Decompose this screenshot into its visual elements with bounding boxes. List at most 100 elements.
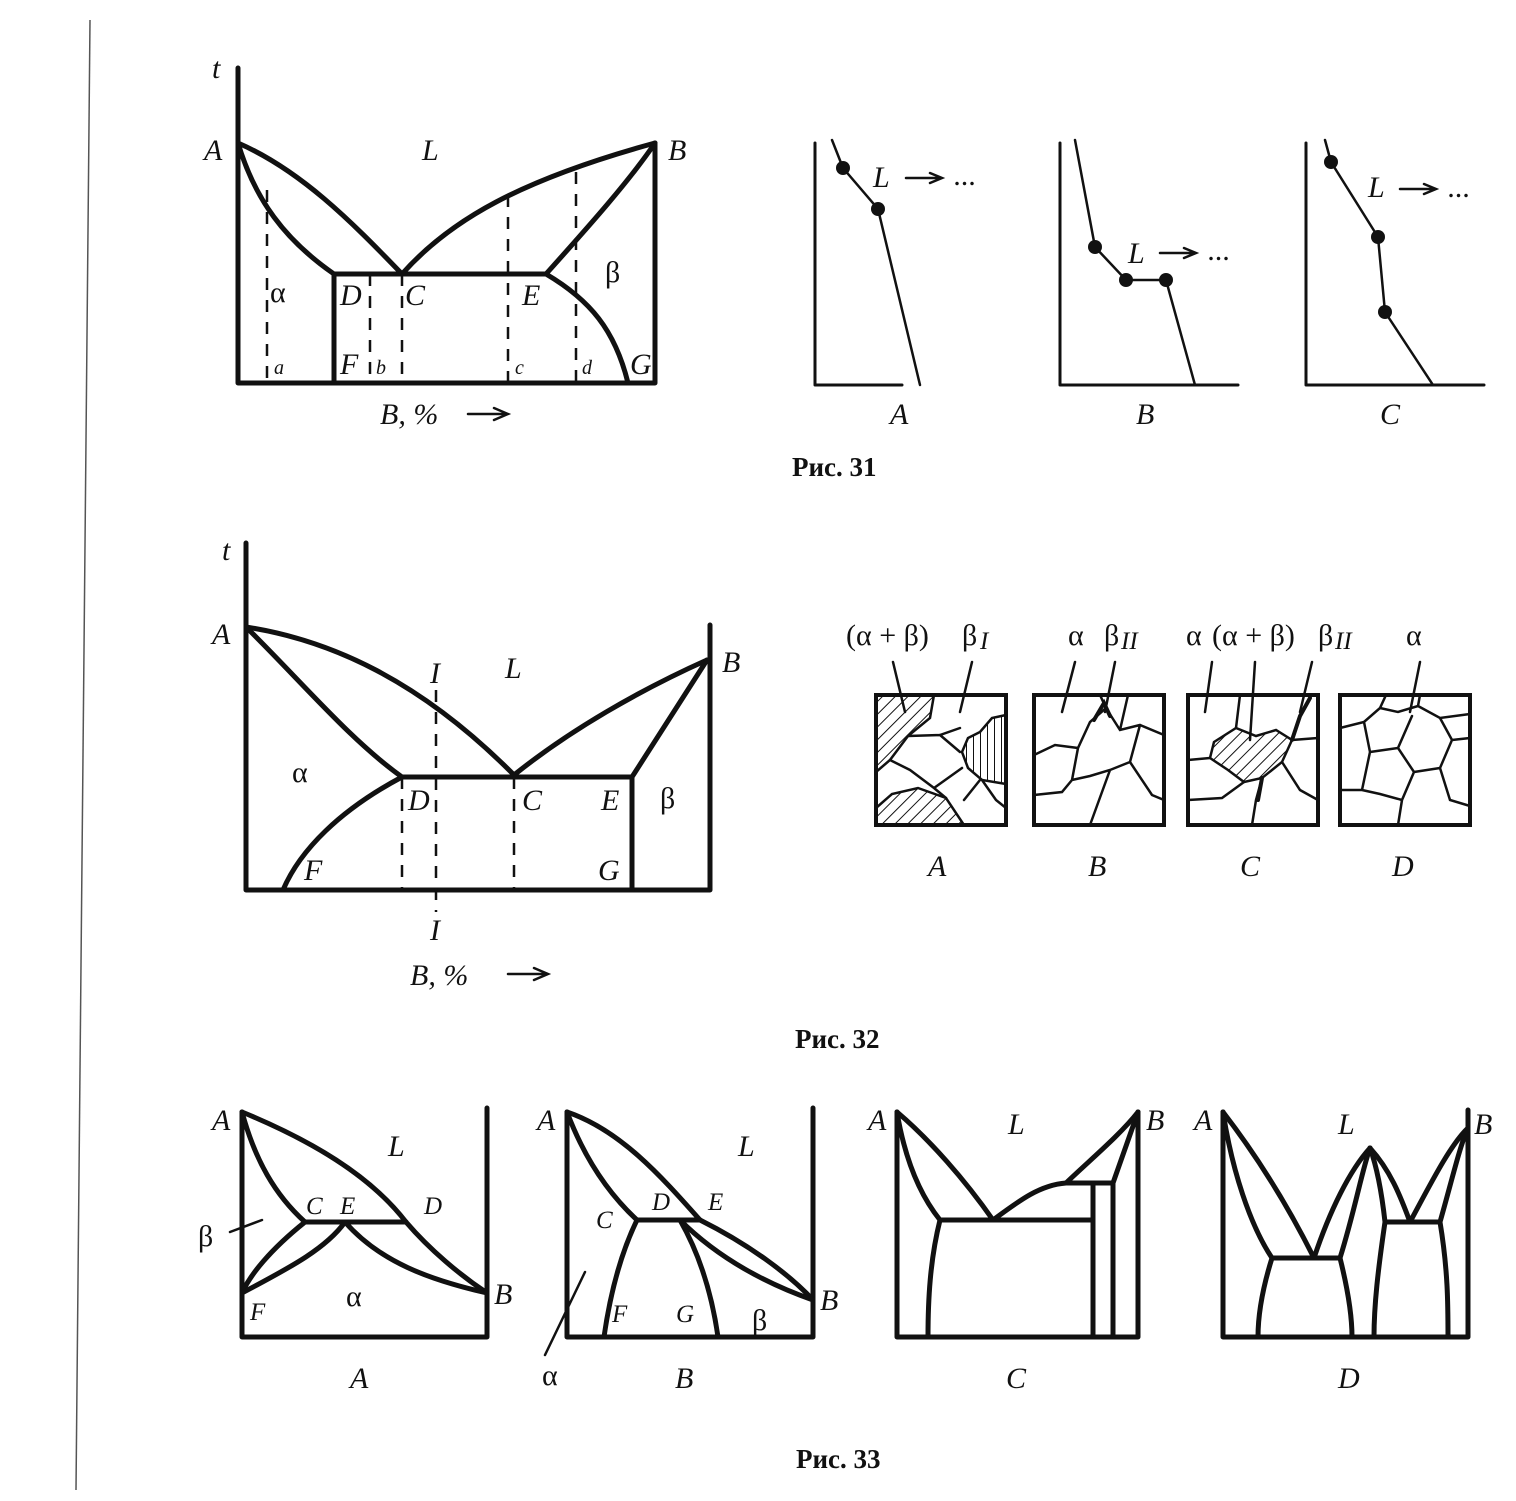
fig33D-liquidus-mid [1311, 1145, 1373, 1261]
fig32-microC-beta-sub: II [1334, 628, 1353, 655]
fig33C-point-B: B [1146, 1104, 1164, 1137]
fig31-curveC-point-3 [1378, 305, 1392, 319]
fig33A-region-beta: β [198, 1220, 213, 1253]
fig33A-left-solidus [239, 1109, 308, 1225]
fig32-section-I-top: I [429, 657, 442, 690]
fig33B-point-B: B [820, 1284, 838, 1317]
fig33B-solidus-left [564, 1109, 640, 1223]
fig32-microA-label: A [926, 850, 947, 883]
fig31-curveB-L: L [1127, 237, 1145, 270]
fig31-curveA-L: L [872, 161, 890, 194]
fig32-micro-C: α (α + β) β II C [1186, 619, 1353, 883]
fig31-region-beta: β [605, 256, 620, 289]
fig31-curveB-point-2 [1119, 273, 1133, 287]
fig32-microD-alpha: α [1406, 619, 1422, 652]
fig31-curveC-arrow [1398, 182, 1440, 196]
fig31-caption: Рис. 31 [792, 452, 877, 482]
fig31-curveB-point-1 [1088, 240, 1102, 254]
fig33-panel-D: A L B D [1192, 1104, 1492, 1395]
fig31-alloy-c: c [515, 357, 524, 379]
fig31-alloy-d: d [582, 357, 593, 379]
fig32-point-D: D [407, 784, 430, 817]
fig33B-point-D: D [651, 1189, 670, 1216]
fig32-liquidus-right [511, 657, 710, 778]
fig33D-label: D [1337, 1362, 1360, 1395]
fig33C-region-L: L [1007, 1108, 1025, 1141]
fig32-region-L: L [504, 652, 522, 685]
fig33A-region-alpha: α [346, 1280, 362, 1313]
fig33-panel-B: A L C D E F G β B α B [535, 1104, 838, 1395]
fig33A-region-L: L [387, 1130, 405, 1163]
fig33D-solidus-left [1220, 1109, 1275, 1261]
fig31-curveC-axes [1304, 141, 1486, 387]
fig31-alloy-a: a [274, 357, 284, 379]
fig32-axes [243, 540, 713, 893]
fig32-micro-B: α β II B [1032, 619, 1166, 883]
fig32-caption: Рис. 32 [795, 1024, 880, 1054]
fig31-solidus-left [235, 140, 337, 277]
fig31-solidus-right [543, 140, 658, 277]
fig32-region-beta: β [660, 782, 675, 815]
fig32-microD-frame [1338, 693, 1472, 827]
page-margin-line [75, 19, 91, 1491]
fig33C-liquidus-right [990, 1180, 1069, 1223]
fig33B-frame [564, 1105, 816, 1340]
fig33C-frame [894, 1109, 1141, 1340]
fig31-curveC-L: L [1367, 171, 1385, 204]
fig31-region-alpha: α [270, 276, 286, 309]
fig33A-left-lower [239, 1219, 308, 1296]
fig32-microD-grain-boundaries [1338, 693, 1472, 827]
fig33A-upper-curve [239, 1109, 490, 1296]
fig31-cooling-curve-A: L ... A [813, 138, 977, 431]
fig32-microB-beta: β [1104, 619, 1119, 652]
fig33C-solidus-right [1110, 1109, 1141, 1186]
fig33B-point-F: F [611, 1301, 628, 1328]
fig31-curveA-point-2 [871, 202, 885, 216]
fig33A-point-C: C [306, 1193, 323, 1220]
fig32-microA-vert-grain [960, 713, 1008, 786]
fig33A-frame [239, 1105, 490, 1340]
fig31-curveC-ellipsis: ... [1448, 171, 1471, 204]
fig31-curveB-arrow [1158, 246, 1200, 260]
fig32-point-B: B [722, 646, 740, 679]
fig33D-solvus-3 [1371, 1219, 1388, 1340]
fig31-curveA-label: A [888, 398, 909, 431]
fig32-microA-leader-2 [958, 660, 974, 714]
fig31: t A B L α β D C E a F b c d G B, % L ... [202, 52, 1486, 482]
fig33B-point-G: G [676, 1301, 694, 1328]
fig33B-label: B [675, 1362, 693, 1395]
fig33A-beta-leader [228, 1218, 264, 1234]
fig32-microB-beta-sub: II [1120, 628, 1139, 655]
fig31-curveB-ellipsis: ... [1208, 234, 1231, 267]
fig31-point-F: F [339, 348, 359, 381]
fig32-point-G: G [598, 854, 620, 887]
fig31-cooling-curve-B: L ... B [1058, 138, 1240, 431]
fig32-microC-alphabeta: (α + β) [1212, 619, 1295, 652]
fig33C-solidus-left [894, 1109, 943, 1223]
fig32-microA-hatch-grain-2 [874, 786, 967, 827]
fig31-point-A: A [202, 134, 223, 167]
fig32-section-I-bottom: I [429, 914, 442, 947]
fig32-point-A: A [210, 618, 231, 651]
fig33A-point-B: B [494, 1278, 512, 1311]
fig32-axis-x: B, % [410, 959, 468, 992]
fig31-curveC-point-1 [1324, 155, 1338, 169]
fig31-axes [235, 65, 658, 386]
fig33B-solidus-right [677, 1217, 816, 1303]
fig31-axis-t: t [212, 52, 221, 85]
fig33B-region-beta: β [752, 1304, 767, 1337]
fig31-alloy-b: b [376, 357, 386, 379]
fig33C-solvus-left [925, 1217, 943, 1340]
fig31-solvus-right [543, 271, 631, 386]
fig33B-point-C: C [596, 1207, 613, 1234]
fig31-liquidus-right [399, 140, 658, 277]
fig33B-region-L: L [737, 1130, 755, 1163]
fig32-microB-leader-1 [1060, 660, 1077, 714]
fig31-curveB-axes [1058, 141, 1240, 387]
fig31-curveA-line [830, 138, 922, 387]
fig33D-solvus-4 [1437, 1219, 1451, 1340]
fig33D-point-B: B [1474, 1108, 1492, 1141]
fig33A-F-to-E [239, 1219, 348, 1296]
fig33B-liquidus-left [564, 1109, 703, 1223]
fig31-cooling-curve-C: L ... C [1304, 138, 1486, 431]
